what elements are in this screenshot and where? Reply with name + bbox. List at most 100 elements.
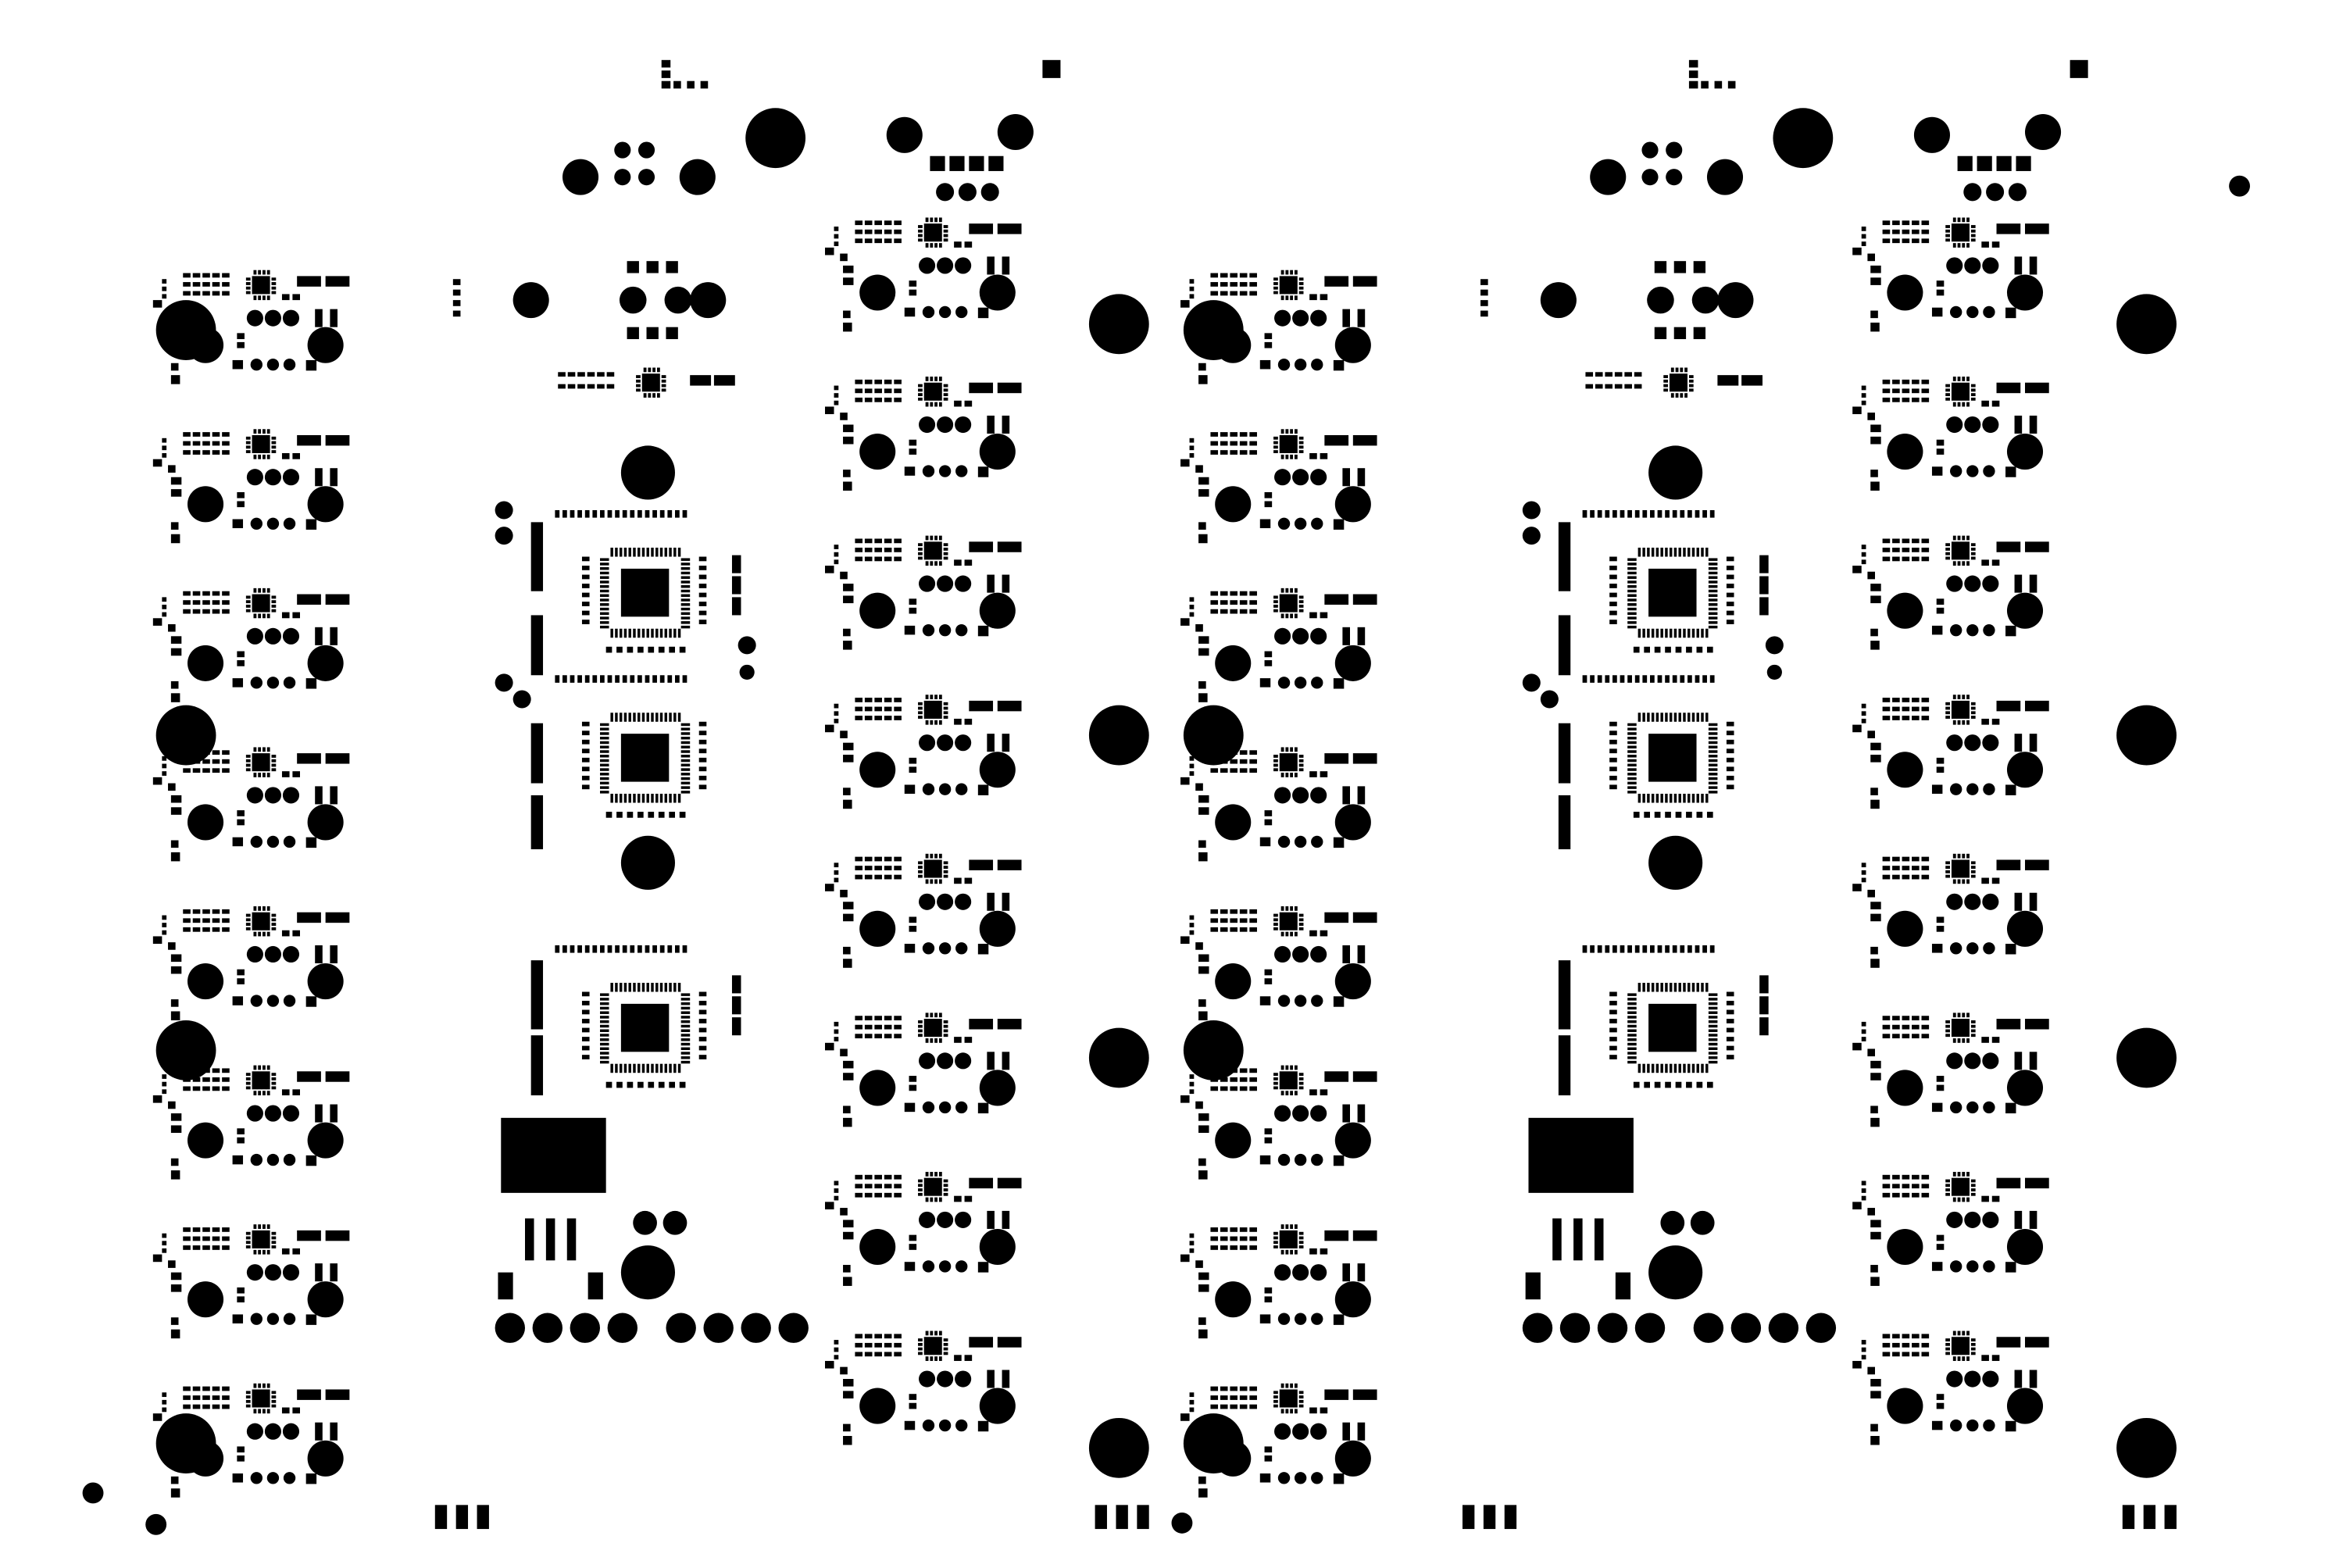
resistor-array-pad xyxy=(864,397,873,402)
resistor-pad xyxy=(1991,877,2000,884)
qfp-pin xyxy=(1660,793,1663,803)
resistor-pad xyxy=(1861,1195,1866,1201)
qfp-pin xyxy=(1651,982,1655,992)
led-pad xyxy=(1277,1313,1291,1325)
qfp-pin xyxy=(1691,1063,1695,1073)
qfn-pin xyxy=(1945,1342,1950,1346)
qfn-pin xyxy=(245,918,251,922)
qfp-pin xyxy=(680,1024,691,1028)
led-pad xyxy=(977,466,989,477)
qfp-pin xyxy=(1627,616,1637,620)
led-pad xyxy=(955,1052,972,1070)
resistor-pad xyxy=(834,1188,839,1193)
led-pad xyxy=(922,942,935,955)
diode-pad xyxy=(731,1017,741,1036)
qfp-pin xyxy=(1705,1063,1709,1073)
diode-pad xyxy=(2014,1370,2023,1388)
resistor-array-pad xyxy=(1912,874,1920,880)
resistor-pad xyxy=(1672,509,1677,518)
qfn-pin xyxy=(943,397,948,401)
capacitor-pad xyxy=(2025,1019,2049,1030)
qfn-driver xyxy=(636,367,666,398)
qfp-pin xyxy=(1708,1002,1718,1005)
resistor-array-pad xyxy=(1249,927,1257,932)
qfp-pin xyxy=(680,1011,691,1014)
resistor-array-pad xyxy=(1902,706,1910,712)
resistor-pad xyxy=(1597,509,1602,518)
resistor-array-pad xyxy=(1921,1342,1930,1348)
qfp-pin xyxy=(1708,998,1718,1001)
resistor-pad xyxy=(675,945,680,953)
diode-pad xyxy=(1759,555,1769,573)
qfp-pin xyxy=(1688,548,1691,557)
resistor-array-pad xyxy=(222,273,230,278)
resistor-pad xyxy=(584,675,590,683)
resistor-array-pad xyxy=(222,759,230,764)
resistor-pad xyxy=(1198,477,1209,485)
resistor-pad xyxy=(162,1074,167,1079)
resistor-pad xyxy=(292,1407,300,1414)
qfn-center-pad xyxy=(923,1337,942,1355)
resistor-pad xyxy=(152,777,162,785)
resistor-pad xyxy=(843,946,851,955)
qfp-pin xyxy=(1708,786,1718,789)
resistor-array-pad xyxy=(864,556,873,562)
qfn-pin xyxy=(1970,702,1976,705)
qfp-pin xyxy=(680,1029,691,1032)
connector-pad xyxy=(1693,1313,1724,1343)
qfn-pin xyxy=(1273,923,1278,926)
led-pad xyxy=(1950,465,1962,477)
diode-pad xyxy=(315,945,323,964)
resistor-array-pad xyxy=(202,1386,210,1391)
resistor-array-pad xyxy=(855,397,862,402)
qfn-pin xyxy=(1957,535,1961,541)
qfp-pin xyxy=(1691,982,1695,992)
resistor-array-pad xyxy=(1902,698,1910,702)
qfp-pin xyxy=(680,781,691,785)
capacitor-pad xyxy=(2025,382,2049,394)
resistor-array-pad xyxy=(1239,918,1248,923)
qfn-pin xyxy=(943,1034,948,1038)
qfn-pin xyxy=(1280,1249,1284,1255)
qfn-pin xyxy=(934,561,938,566)
resistor-pad xyxy=(1870,959,1880,968)
resistor-array-pad xyxy=(894,220,902,226)
qfp-pin xyxy=(1708,1024,1718,1028)
resistor-pad xyxy=(170,999,179,1007)
led-pad xyxy=(264,945,281,963)
resistor-pad xyxy=(1852,406,1862,415)
resistor-array-pad xyxy=(864,1352,873,1357)
led-side-pad xyxy=(859,434,896,470)
qfn-pin xyxy=(925,853,929,859)
qfn-pin xyxy=(1952,1356,1956,1361)
qfp-pin xyxy=(1708,598,1718,602)
qfn-pin xyxy=(1970,548,1976,551)
resistor-array-pad xyxy=(1239,759,1248,764)
testpoint-pad xyxy=(1522,501,1541,520)
resistor-array-pad xyxy=(1902,238,1910,244)
qfp-pin xyxy=(1701,548,1704,557)
qfp-pin xyxy=(1708,1006,1718,1010)
resistor-pad xyxy=(1936,607,1945,614)
capacitor-pad xyxy=(297,1389,321,1400)
resistor-array-pad xyxy=(1882,379,1891,384)
resistor-array-pad xyxy=(1892,698,1900,702)
qfn-pin xyxy=(943,1179,948,1183)
resistor-array-pad xyxy=(1220,1077,1228,1082)
qfn-pin xyxy=(1970,556,1976,560)
resistor-array-pad xyxy=(1239,768,1248,773)
led-pad xyxy=(1333,519,1345,530)
qfp-center-pad xyxy=(1648,1003,1697,1052)
qfp-pin xyxy=(1627,1056,1637,1059)
resistor-pad xyxy=(1726,592,1734,598)
qfn-pin xyxy=(918,1184,923,1188)
resistor-pad xyxy=(1981,877,1989,884)
qfp-pin xyxy=(1651,793,1655,803)
resistor-pad xyxy=(1726,556,1734,562)
qfn-pin xyxy=(1285,1409,1289,1414)
qfp-pin xyxy=(1627,612,1637,616)
qfn-pin xyxy=(258,429,262,434)
qfn-pin xyxy=(1688,384,1694,388)
qfn-pin xyxy=(930,217,934,223)
qfn-driver xyxy=(1273,429,1304,459)
